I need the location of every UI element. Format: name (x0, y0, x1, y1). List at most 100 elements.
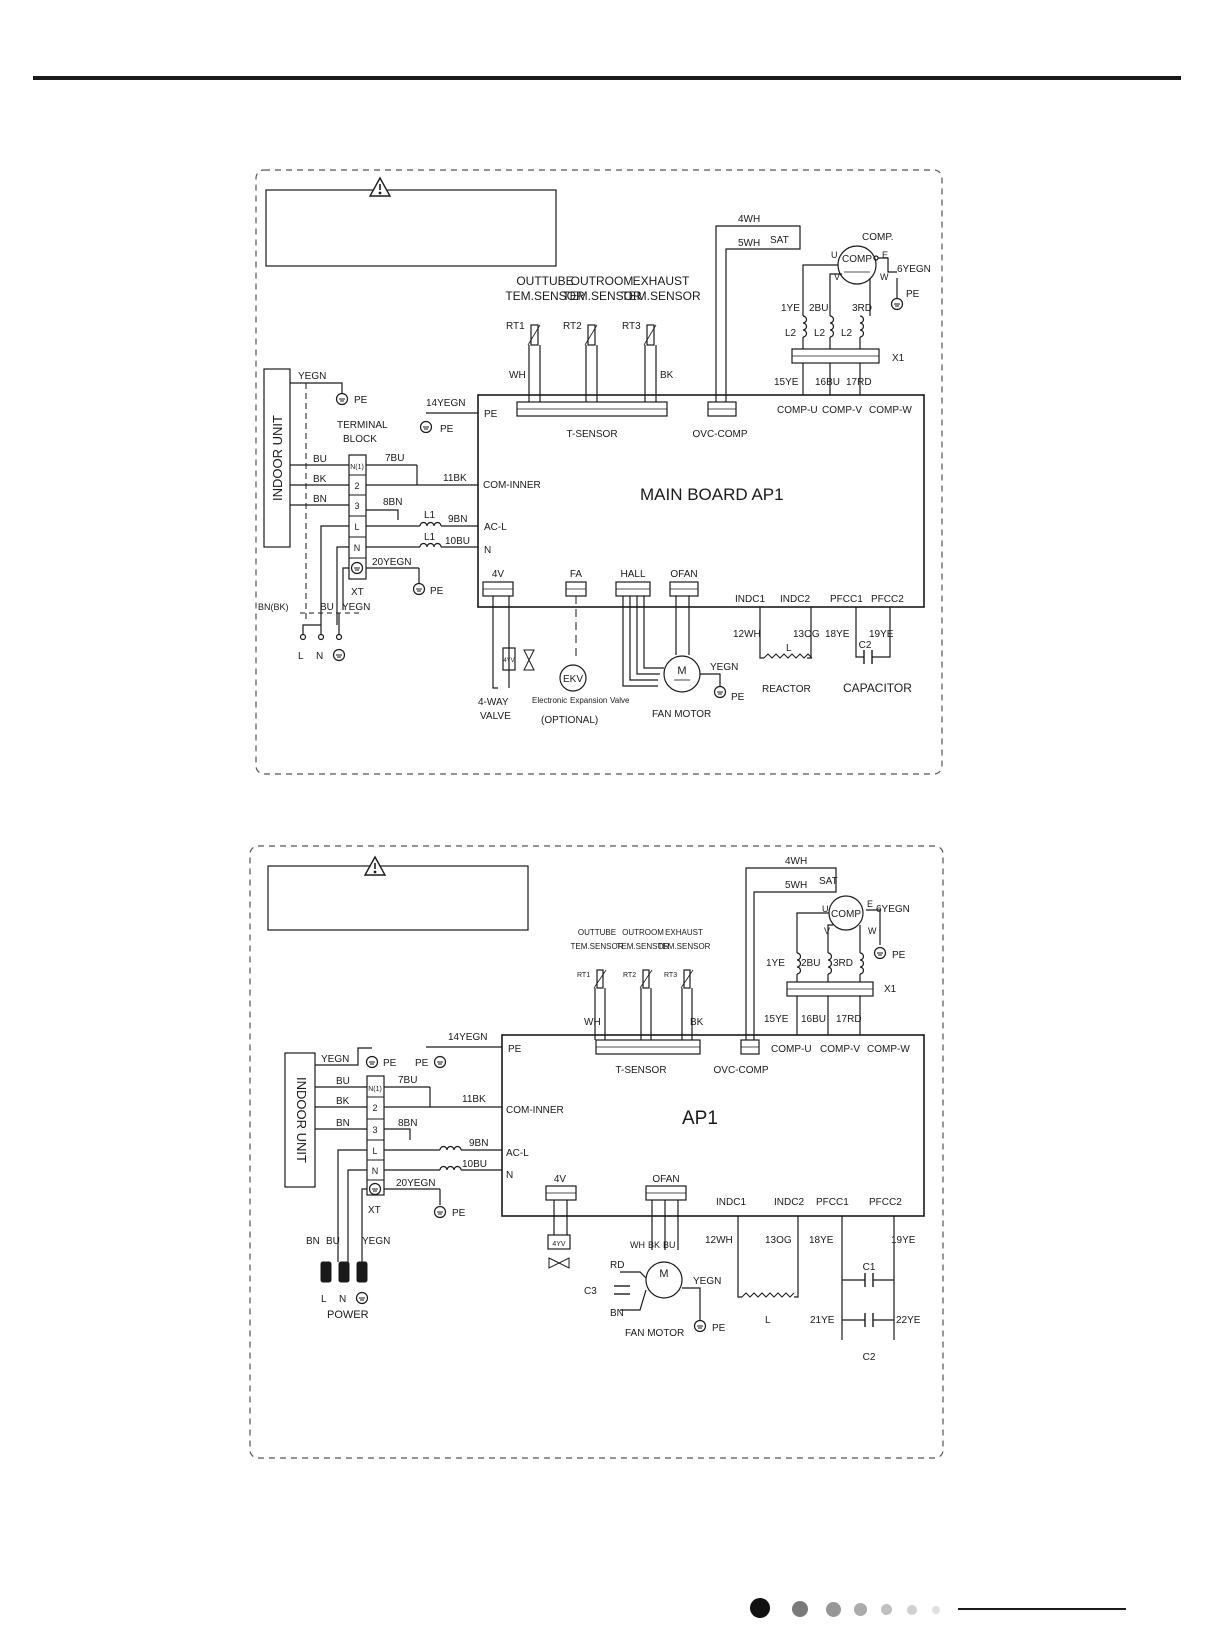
ground-symbol (419, 420, 433, 434)
port-label: HALL (620, 569, 645, 580)
wire-label: 15YE (764, 1014, 789, 1025)
wire-label: 19YE (891, 1235, 916, 1246)
wire (753, 891, 826, 1040)
ekv-valve (559, 664, 587, 692)
ground-symbol (433, 1205, 447, 1219)
wire-label: 19YE (869, 629, 894, 640)
wire-label: PE (415, 1058, 429, 1069)
wire-label: L2 (841, 328, 853, 339)
thermistor (587, 324, 596, 346)
wire-label: E (882, 250, 888, 260)
wire (794, 1216, 799, 1298)
wire-label: INDC1 (735, 594, 765, 605)
wire-label: W (868, 926, 877, 936)
diagram-frame (249, 845, 944, 1459)
wire-label: 2BU (801, 958, 820, 969)
wire-label: YEGN (298, 371, 326, 382)
inductor-coil (827, 952, 833, 975)
wire (593, 969, 607, 989)
motor-label: M (659, 1268, 668, 1280)
wire-label: YEGN (362, 1236, 390, 1247)
sensor-id: RT1 (506, 321, 525, 332)
wire (759, 607, 764, 659)
wire-label: Electronic (532, 696, 567, 705)
wire-label: PFCC2 (869, 1197, 902, 1208)
wire-label: PE (731, 692, 745, 703)
port-label: OVC-COMP (714, 1065, 769, 1076)
wire-label: X1 (892, 353, 905, 364)
wire-label: COMP-W (867, 1044, 910, 1055)
fan-motor (645, 1261, 683, 1299)
wire-label: PE (712, 1323, 726, 1334)
wire-label: L (786, 643, 792, 654)
wire (622, 596, 658, 687)
wire (807, 607, 812, 659)
inductor-coil (419, 542, 442, 548)
wire-label: 6YEGN (876, 904, 910, 915)
wire-label: 18YE (809, 1235, 834, 1246)
motor-label: M (677, 665, 686, 677)
page-dot-6 (907, 1605, 917, 1615)
wire (643, 596, 664, 669)
ground-symbol (890, 297, 904, 311)
wire-label: BU (326, 1236, 340, 1247)
wire-label: INDC1 (716, 1197, 746, 1208)
sensor-id: RT2 (623, 972, 636, 979)
wire-label: 20YEGN (396, 1178, 435, 1189)
terminal-label: N(1) (350, 464, 364, 471)
terminal-label: L (354, 522, 359, 532)
board-title: MAIN BOARD AP1 (640, 485, 784, 504)
wire-color-label: BU (336, 1076, 350, 1087)
wire-label: AC-L (506, 1148, 529, 1159)
wire (361, 1188, 367, 1262)
wire (737, 1216, 742, 1298)
wire-label: WH (630, 1240, 645, 1250)
wire (643, 324, 657, 346)
warning-box (267, 865, 529, 931)
thermistor (683, 969, 691, 989)
sensor-title: TEM.SENSOR (617, 942, 670, 951)
wire-label: 8BN (383, 497, 402, 508)
thermistor (596, 969, 604, 989)
wire-label: U (822, 904, 829, 914)
sensor-id: RT3 (622, 321, 641, 332)
wire-label: COM-INNER (483, 480, 541, 491)
wire-label: 1YE (766, 958, 785, 969)
wire-label: 10BU (462, 1159, 487, 1170)
main-board (501, 1034, 925, 1217)
wire-label: PE (892, 950, 906, 961)
wire (802, 264, 838, 316)
wire-label: 16BU (815, 377, 840, 388)
sensor-title: TEM.SENSOR (562, 289, 642, 303)
ground-symbol (693, 1319, 707, 1333)
terminal-label: N (372, 1166, 379, 1176)
wire-label: N (484, 545, 491, 556)
wire-label: 7BU (398, 1075, 417, 1086)
wire (492, 596, 498, 689)
wire (700, 673, 721, 686)
power-label: POWER (327, 1309, 369, 1321)
port-label: OFAN (670, 569, 697, 580)
wire-label: 13OG (765, 1235, 792, 1246)
ground-symbol (412, 582, 426, 596)
wire-label: V (834, 272, 840, 282)
wire-label: SAT (770, 235, 789, 246)
wire-label: 1YE (781, 303, 800, 314)
wire-label: 21YE (810, 1315, 835, 1326)
inductor-coil (439, 1165, 462, 1171)
page-dot-7 (932, 1606, 940, 1614)
wire-label: 16BU (801, 1014, 826, 1025)
indoor-unit-label: INDOOR UNIT (294, 1077, 309, 1163)
wire-label: AC-L (484, 522, 507, 533)
wire (527, 324, 541, 346)
wire-label: 3RD (852, 303, 872, 314)
wire-label: 22YE (896, 1315, 921, 1326)
wire-label: YEGN (693, 1276, 721, 1287)
sensor-title: EXHAUST (665, 928, 703, 937)
wire (872, 607, 891, 658)
inductor-coil (829, 315, 835, 338)
inductor-coil (419, 521, 442, 527)
wire-label: L (321, 1294, 327, 1305)
